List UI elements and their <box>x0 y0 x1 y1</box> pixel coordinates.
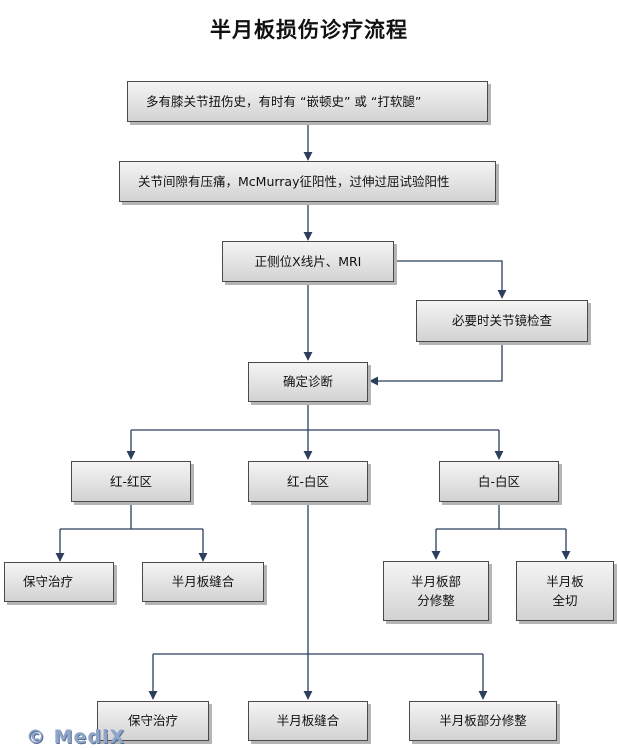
node-rw-partial-trim: 半月板部分修整 <box>409 701 557 741</box>
node-ww-partial-trim: 半月板部 分修整 <box>383 561 489 621</box>
node-exam: 关节间隙有压痛，McMurray征阳性，过伸过屈试验阳性 <box>119 161 496 202</box>
node-diagnosis: 确定诊断 <box>248 362 368 402</box>
node-red-red-zone: 红-红区 <box>71 461 191 502</box>
node-rw-suture: 半月板缝合 <box>248 701 368 741</box>
node-ww-total-removal: 半月板 全切 <box>516 561 614 621</box>
node-imaging: 正侧位X线片、MRI <box>222 241 394 282</box>
arrow-imaging-arthroscopy <box>394 260 507 299</box>
node-history: 多有膝关节扭伤史，有时有 “嵌顿史” 或 “打软腿” <box>127 81 488 122</box>
arrow-arthroscopy-diagnosis <box>369 342 503 386</box>
page-title: 半月板损伤诊疗流程 <box>210 18 408 42</box>
node-rr-conservative: 保守治疗 <box>4 562 114 602</box>
watermark: © MediX <box>26 726 126 748</box>
node-white-white-zone: 白-白区 <box>439 461 559 502</box>
node-red-white-zone: 红-白区 <box>248 461 368 502</box>
node-rr-suture: 半月板缝合 <box>142 562 264 602</box>
node-rw-conservative: 保守治疗 <box>97 701 209 741</box>
node-arthroscopy: 必要时关节镜检查 <box>416 300 588 342</box>
